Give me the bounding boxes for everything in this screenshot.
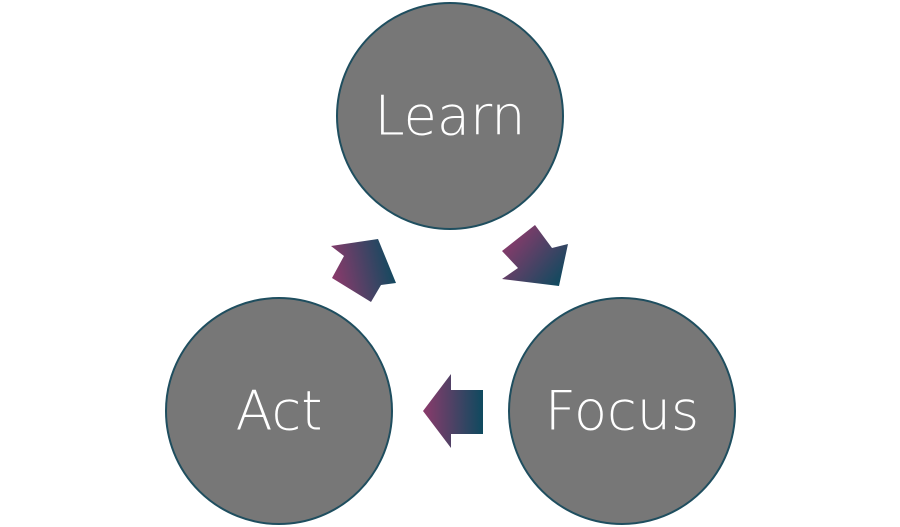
node-learn-label: Learn [375,85,526,148]
arrow-focus-to-act [423,374,483,448]
node-focus: Focus [508,297,736,525]
arrow-act-to-learn [331,239,396,302]
node-learn: Learn [336,2,564,230]
node-act-circle [165,297,393,525]
node-learn-circle [336,2,564,230]
arrow-learn-to-focus [502,225,568,286]
node-act: Act [165,297,393,525]
node-act-label: Act [236,380,323,443]
node-focus-label: Focus [545,380,699,443]
node-focus-circle [508,297,736,525]
